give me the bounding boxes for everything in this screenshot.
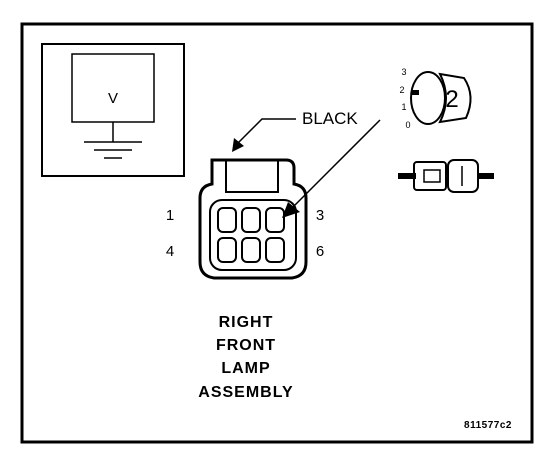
dial-indicator: [411, 90, 419, 95]
voltmeter-symbol: V: [41, 43, 185, 177]
wire-color-label: BLACK: [302, 109, 358, 128]
wire-color-arrowhead: [232, 138, 244, 152]
connector-face: [209, 199, 297, 271]
outer-frame: [20, 22, 534, 444]
pin-label-4: 4: [166, 243, 174, 260]
wire-color-leader: [237, 118, 296, 144]
probe-leader: [291, 119, 381, 209]
meter-outer-box: [41, 43, 185, 177]
component-line-1: RIGHT: [219, 314, 274, 331]
component-line-3: LAMP: [221, 360, 270, 377]
cavity-5: [241, 237, 261, 263]
socket-housing: [447, 159, 479, 193]
cavity-6: [265, 237, 285, 263]
component-line-4: ASSEMBLY: [198, 384, 293, 401]
component-name: RIGHT FRONT LAMP ASSEMBLY: [198, 314, 293, 401]
dial-body: [410, 71, 446, 125]
pin-label-1: 1: [166, 207, 174, 224]
cavity-4: [217, 237, 237, 263]
dial-cover: [438, 72, 472, 124]
cavity-2: [241, 207, 261, 233]
position-label-3: 3: [401, 67, 406, 77]
pin-label-6: 6: [316, 243, 324, 260]
connector-badge: 2: [445, 86, 458, 113]
meter-display: [71, 53, 155, 123]
connector-outline: [198, 158, 308, 280]
plug-tab: [423, 169, 441, 183]
component-line-2: FRONT: [216, 337, 276, 354]
position-label-2: 2: [399, 85, 404, 95]
plug-housing: [413, 161, 447, 191]
figure-id: 811577c2: [464, 420, 512, 431]
connector-latch: [225, 159, 279, 193]
connector-body: [198, 158, 308, 280]
pin-label-3: 3: [316, 207, 324, 224]
probe-arrowhead: [282, 202, 300, 218]
meter-label: V: [108, 90, 118, 107]
cavity-3: [265, 207, 285, 233]
position-label-0: 0: [405, 120, 410, 130]
position-label-1: 1: [401, 102, 406, 112]
connector-pictogram-icon: 3 2 1 0 2: [398, 67, 494, 193]
cavity-1: [217, 207, 237, 233]
